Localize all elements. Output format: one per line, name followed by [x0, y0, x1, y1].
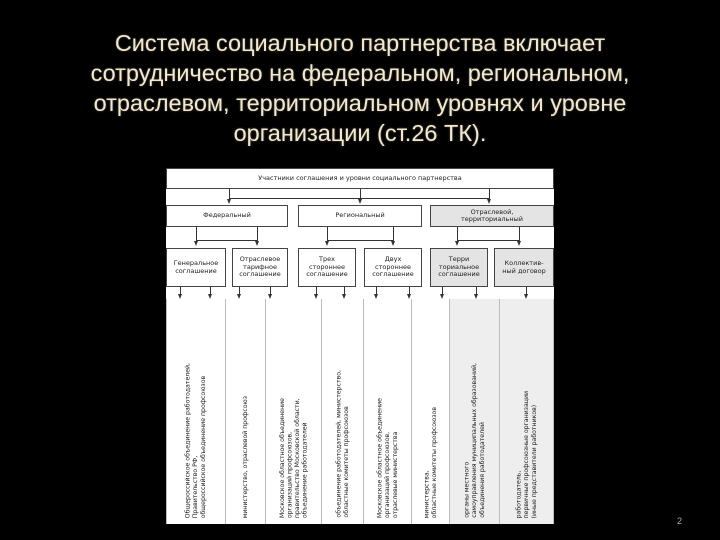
connector: [489, 189, 490, 199]
arrow-down-icon: [325, 241, 329, 246]
arrow-down-icon: [314, 294, 318, 299]
connector: [239, 287, 240, 294]
connector: [327, 240, 394, 241]
level-regional: Региональный: [298, 205, 422, 227]
arrow-down-icon: [487, 199, 491, 204]
arrow-down-icon: [391, 241, 395, 246]
party-column: Московское областное объединение организ…: [364, 299, 412, 524]
connector: [457, 227, 458, 241]
arrow-down-icon: [342, 294, 346, 299]
connector: [476, 287, 477, 294]
connector: [360, 189, 361, 199]
diagram-header: Участники соглашения и уровни социальног…: [166, 168, 554, 189]
arrow-down-icon: [374, 294, 378, 299]
party-text: Московское областное объединение организ…: [376, 397, 399, 518]
party-text: объединение работодателей, министерство,…: [334, 370, 350, 518]
arrow-down-icon: [474, 294, 478, 299]
level-sectoral: Отраслевой, территориальный: [430, 205, 554, 227]
connector: [457, 240, 520, 241]
connector: [376, 287, 377, 294]
party-column: министерство, отраслевой профсоюз: [226, 299, 266, 524]
party-column: министерства, областные комитеты профсою…: [412, 299, 450, 524]
arrow-down-icon: [440, 294, 444, 299]
connector: [393, 227, 394, 241]
connector: [344, 287, 345, 294]
arrow-down-icon: [178, 294, 182, 299]
arrow-down-icon: [524, 294, 528, 299]
party-text: министерство, отраслевой профсоюз: [241, 395, 249, 518]
arrow-down-icon: [237, 294, 241, 299]
connector: [442, 287, 443, 294]
party-text: Московское областное объединение организ…: [278, 397, 309, 518]
slide-title: Система социального партнерства включает…: [90, 30, 630, 146]
page-number: 2: [676, 516, 682, 526]
agreement-sectoral-tariff: Отраслевое тарифное соглашение: [232, 248, 288, 287]
party-text: Общероссийское объединение работодателей…: [184, 362, 207, 518]
agreement-bipartite: Двух стороннее соглашение: [364, 248, 422, 287]
connector: [229, 198, 490, 199]
connector: [210, 287, 211, 294]
partnership-diagram: Участники соглашения и уровни социальног…: [166, 168, 554, 524]
level-federal: Федеральный: [166, 205, 288, 227]
agreement-tripartite: Трех стороннее соглашение: [298, 248, 356, 287]
arrow-down-icon: [268, 294, 272, 299]
party-text: работодатель, первичные профсоюзные орга…: [515, 390, 538, 518]
party-column: работодатель, первичные профсоюзные орга…: [500, 299, 554, 524]
agreement-general: Генеральное соглашение: [166, 248, 226, 287]
party-column: органы местного самоуправления муниципал…: [450, 299, 500, 524]
arrow-down-icon: [358, 199, 362, 204]
connector: [327, 227, 328, 241]
party-column: Общероссийское объединение работодателей…: [166, 299, 226, 524]
agreement-territorial: Терри ториальное соглашение: [430, 248, 488, 287]
connector: [409, 287, 410, 294]
connector: [316, 287, 317, 294]
party-text: министерства, областные комитеты профсою…: [422, 406, 438, 518]
arrow-down-icon: [227, 199, 231, 204]
connector: [229, 189, 230, 199]
arrow-down-icon: [194, 241, 198, 246]
connector: [257, 227, 258, 241]
arrow-down-icon: [407, 294, 411, 299]
arrow-down-icon: [255, 241, 259, 246]
arrow-down-icon: [517, 241, 521, 246]
party-text: органы местного самоуправления муниципал…: [463, 363, 486, 518]
party-column: Московское областное объединение организ…: [266, 299, 322, 524]
connector: [196, 240, 258, 241]
agreement-collective: Коллектив- ный договор: [494, 248, 554, 287]
connector: [270, 287, 271, 294]
party-column: объединение работодателей, министерство,…: [322, 299, 364, 524]
arrow-down-icon: [455, 241, 459, 246]
arrow-down-icon: [208, 294, 212, 299]
connector: [180, 287, 181, 294]
connector: [196, 227, 197, 240]
connector: [519, 227, 520, 241]
connector: [526, 287, 527, 294]
